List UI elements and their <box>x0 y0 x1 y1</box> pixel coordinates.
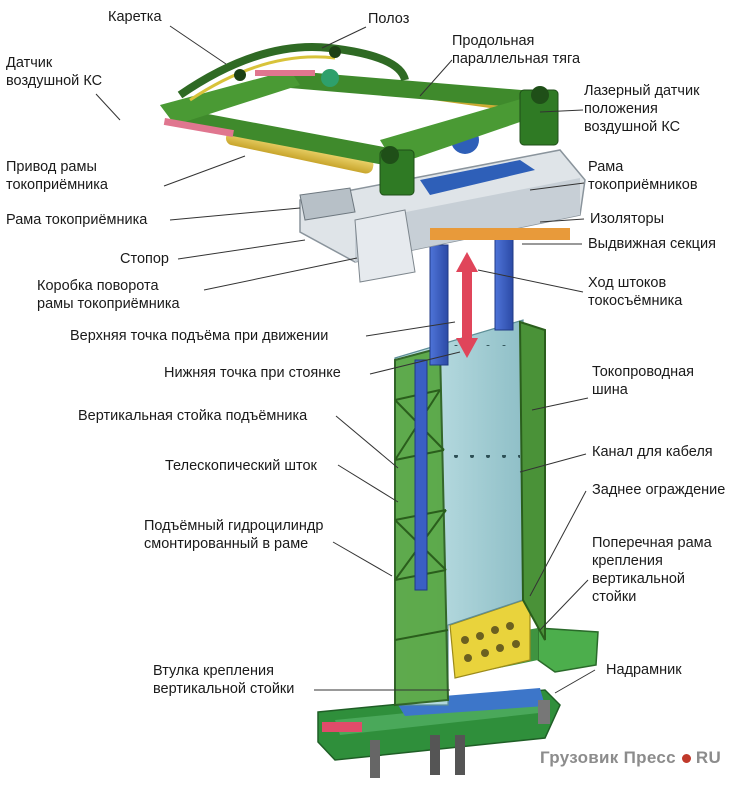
label-insulators: Изоляторы <box>590 211 664 227</box>
label-carriage: Каретка <box>108 9 162 25</box>
base-chassis <box>317 688 561 778</box>
label-telescopic-rod: Телескопический шток <box>165 458 317 474</box>
leader-lines <box>95 25 596 694</box>
label-cable-channel: Канал для кабеля <box>592 444 713 460</box>
label-runner: Полоз <box>368 11 410 27</box>
watermark-brand: Грузовик Пресс <box>540 748 676 767</box>
label-subframe: Надрамник <box>606 662 682 678</box>
watermark: Грузовик Пресс RU <box>540 748 721 768</box>
stroke-arrow <box>456 252 478 358</box>
stopper-block <box>299 187 356 221</box>
watermark-domain: RU <box>695 748 722 767</box>
watermark-dot-icon <box>681 753 691 763</box>
label-vertical-post: Вертикальная стойка подъёмника <box>78 408 308 424</box>
label-pantograph-frame: Рама токоприёмника <box>6 212 148 228</box>
label-stopper: Стопор <box>120 251 169 267</box>
label-extending-section: Выдвижная секция <box>588 236 716 252</box>
label-lower-point: Нижняя точка при стоянке <box>164 365 341 381</box>
label-upper-point: Верхняя точка подъёма при движении <box>70 328 329 344</box>
label-rear-guard: Заднее ограждение <box>592 482 726 498</box>
telescopic-section <box>414 229 514 591</box>
pantograph-arms <box>160 70 559 196</box>
runner-skid <box>177 43 409 102</box>
